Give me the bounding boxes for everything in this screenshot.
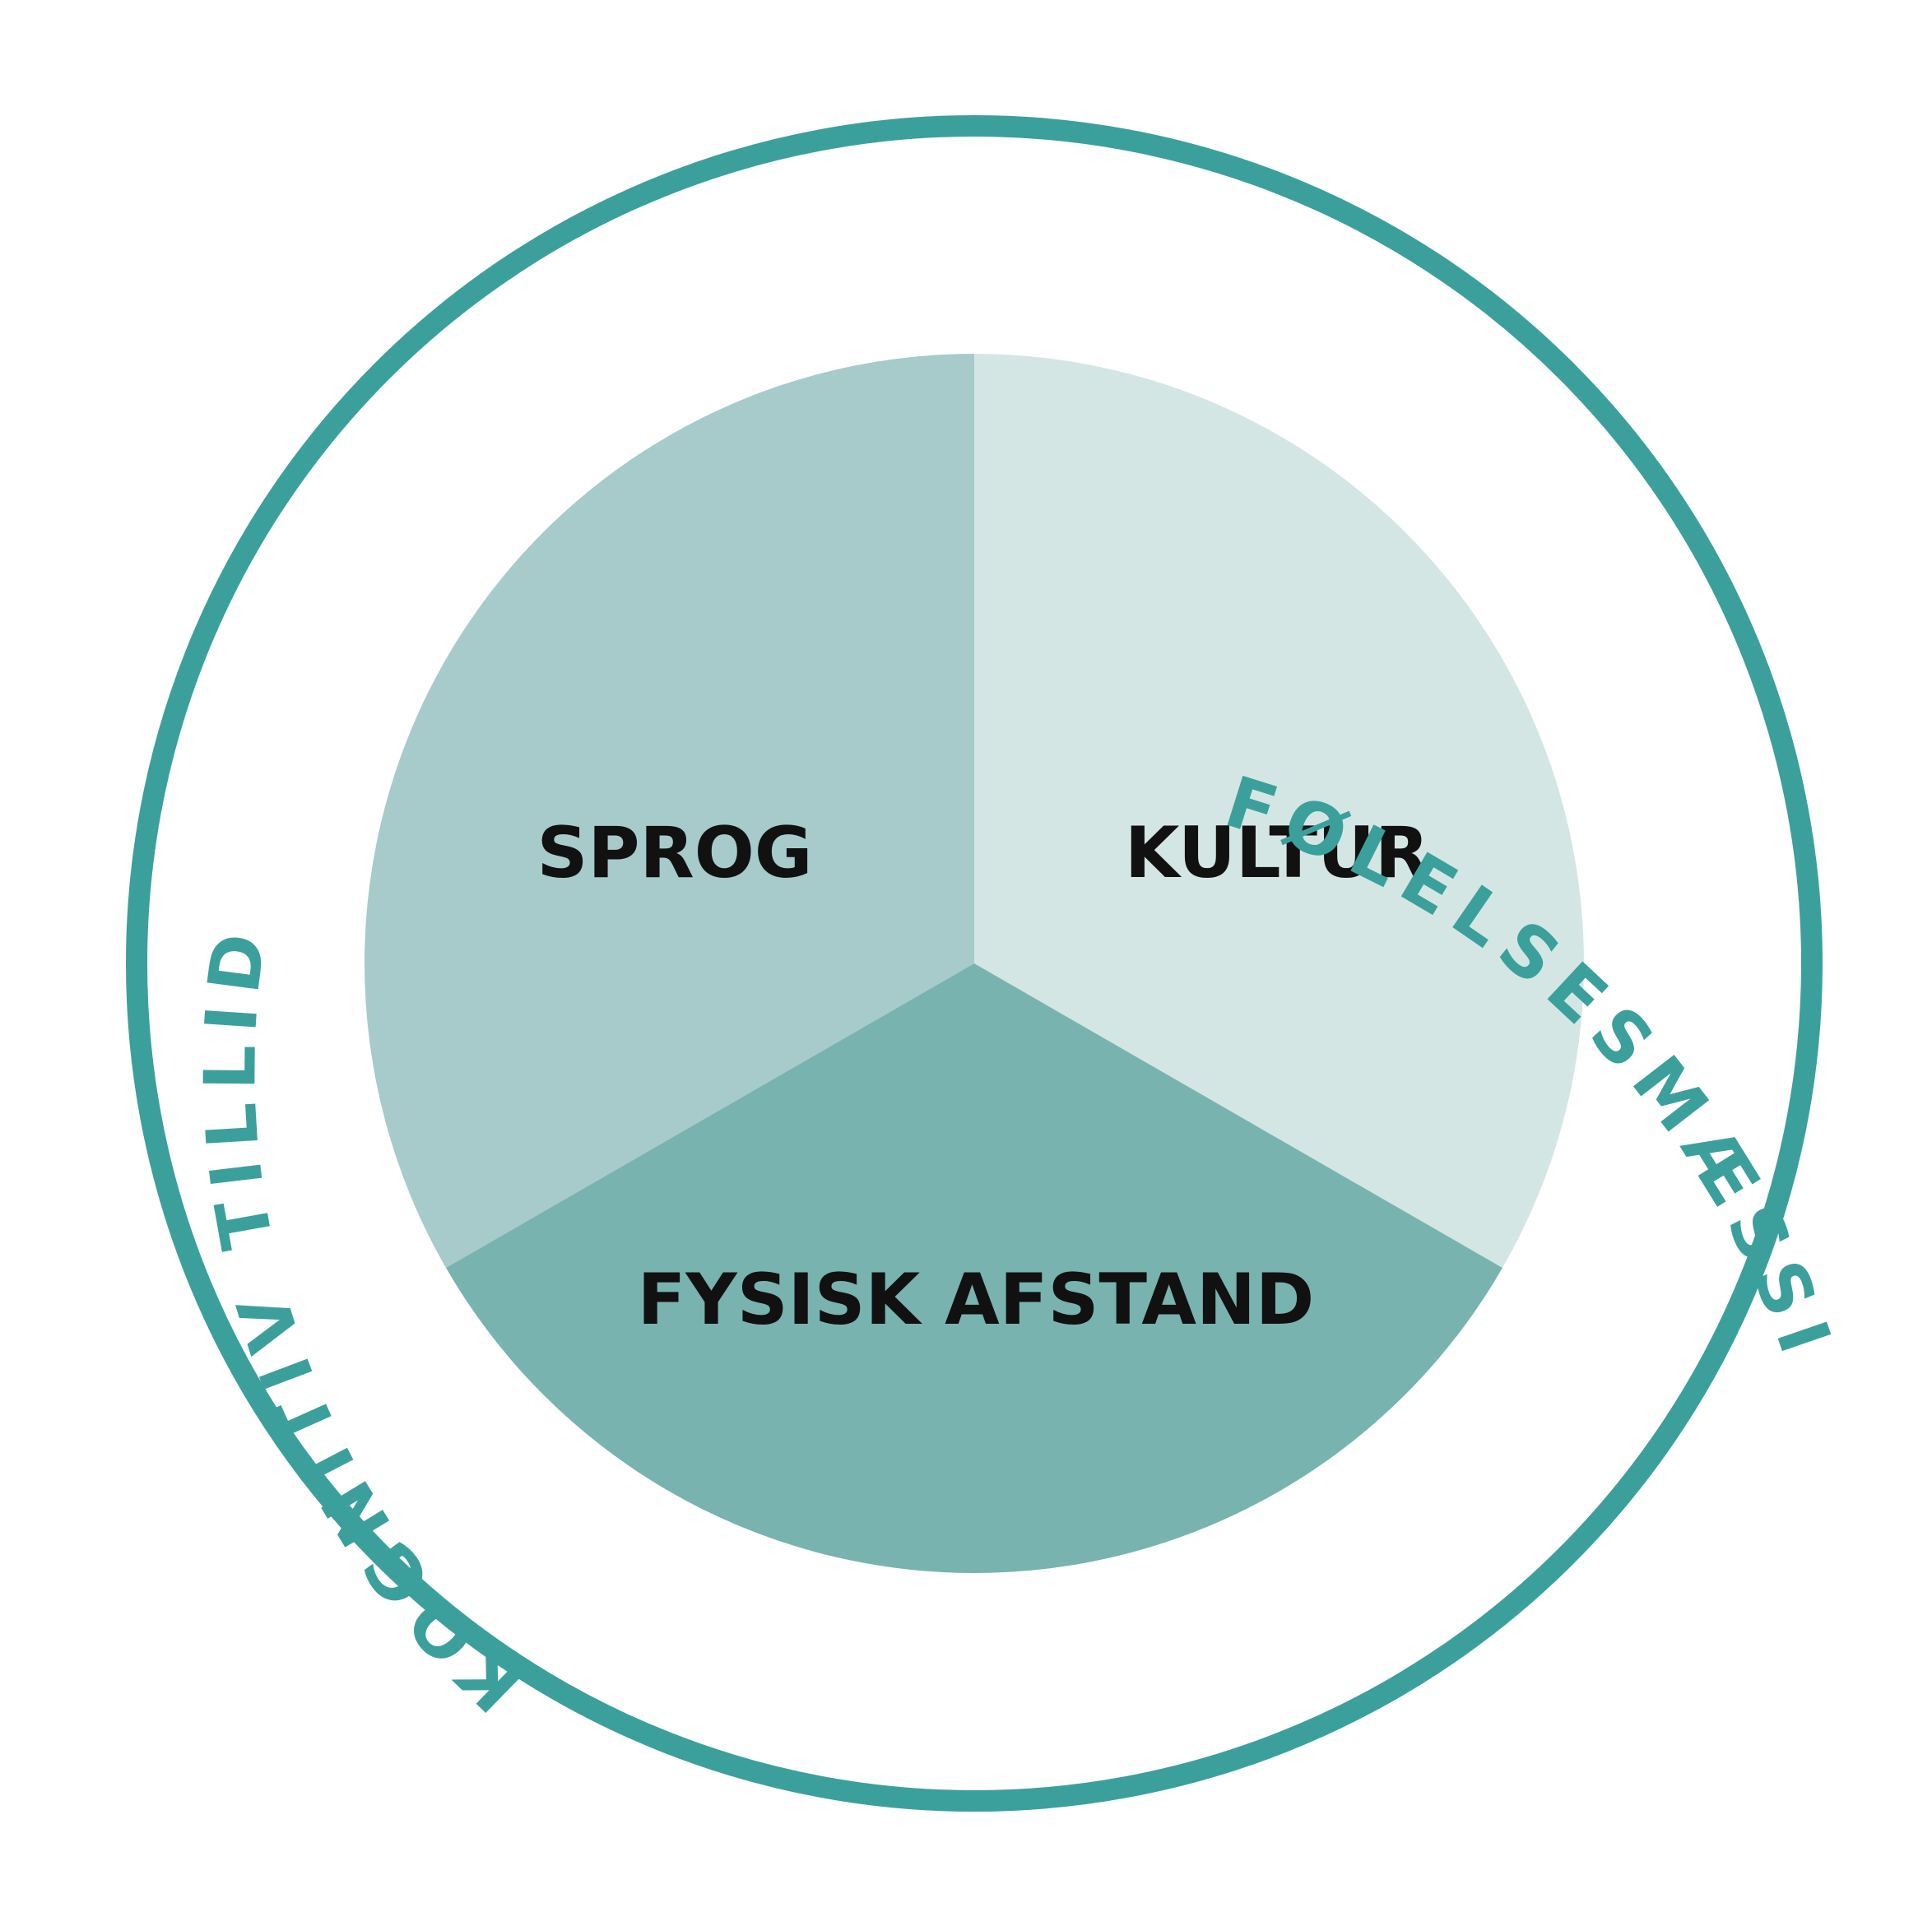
segment-culture (974, 354, 1584, 1268)
segment-group (365, 354, 1584, 1573)
segment-physical-distance (446, 963, 1502, 1573)
segment-label-language: SPROG (537, 812, 813, 894)
segment-language (365, 354, 974, 1268)
segment-label-physical-distance: FYSISK AFSTAND (638, 1259, 1315, 1341)
segment-label-culture: KULTUR (1125, 812, 1429, 894)
